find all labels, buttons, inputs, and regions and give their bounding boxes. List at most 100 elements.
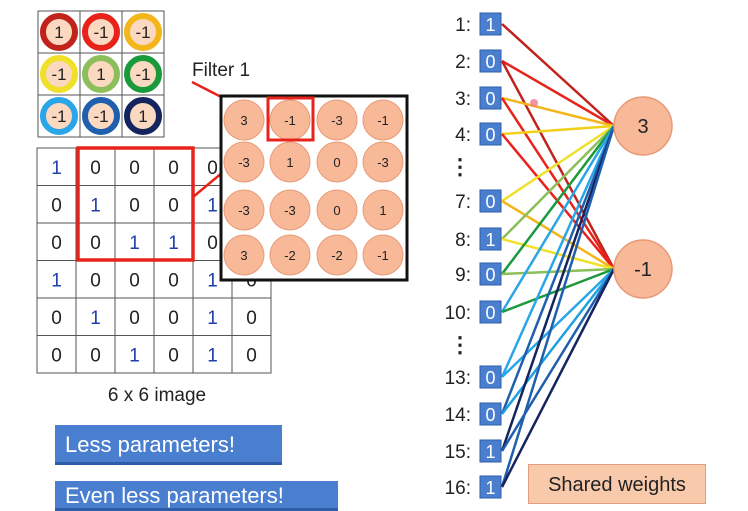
input-value-box [479, 300, 502, 324]
input-value: 0 [485, 52, 495, 72]
feature-map-value: -3 [284, 203, 296, 218]
filter-weight-ring [40, 55, 78, 93]
feature-map-neuron [362, 189, 404, 231]
weight-connection [500, 268, 616, 488]
feature-map-neuron [316, 141, 358, 183]
filter-weight-ring [82, 97, 120, 135]
image-pixel-value: 1 [129, 345, 140, 366]
weight-connection [500, 125, 616, 313]
less-parameters-button[interactable]: Less parameters! [55, 425, 282, 465]
input-value: 1 [485, 478, 495, 498]
feature-map-value: -3 [238, 155, 250, 170]
image-pixel-value: 0 [168, 308, 179, 329]
input-value: 0 [485, 89, 495, 109]
feature-map-neuron [362, 141, 404, 183]
filter-weight-value: -1 [51, 107, 66, 126]
feature-map-neuron [223, 234, 265, 276]
image-pixel-value: 0 [129, 195, 140, 216]
weight-connection [501, 23, 615, 127]
weight-connection [501, 268, 615, 415]
feature-map-neuron [269, 141, 311, 183]
feature-map-value: -2 [284, 248, 296, 263]
filter-weight-ring [82, 13, 120, 51]
filter-weight-value: 1 [138, 107, 147, 126]
weight-connection [501, 268, 615, 378]
input-value-box [479, 49, 502, 73]
filter-cell [121, 94, 165, 138]
feature-map-value: -1 [377, 248, 389, 263]
image-grid: 100001010010001100100010010010001010 [36, 147, 272, 374]
output-neurons: 3 -1 [613, 96, 673, 299]
connections [500, 23, 616, 488]
weight-connection [501, 124, 615, 203]
image-pixel-value: 0 [168, 158, 179, 179]
cursor-dot [530, 99, 538, 107]
shared-weights-label: Shared weights [528, 464, 706, 504]
even-less-parameters-button[interactable]: Even less parameters! [55, 481, 338, 511]
output-neuron [613, 96, 673, 156]
image-pixel-value: 0 [246, 345, 257, 366]
feature-map-neuron [223, 141, 265, 183]
weight-connection [500, 125, 616, 378]
image-pixel-value: 0 [168, 345, 179, 366]
weight-connection [501, 199, 615, 271]
image-pixel-value: 0 [51, 233, 62, 254]
output-neuron-value: -1 [634, 259, 652, 281]
filter-weight-value: -1 [51, 65, 66, 84]
input-value: 1 [485, 15, 495, 35]
feature-map-neuron [316, 99, 358, 141]
image-pixel-value: 1 [168, 233, 179, 254]
input-value-box [479, 262, 502, 286]
feature-map-neuron [269, 189, 311, 231]
input-value-box [479, 12, 502, 36]
filter-weight-ring [40, 13, 78, 51]
input-value: 1 [485, 442, 495, 462]
image-pixel-value: 0 [51, 345, 62, 366]
image-pixel-value: 0 [129, 308, 140, 329]
image-pixel-value: 0 [207, 158, 218, 179]
image-cell [153, 222, 194, 261]
feature-map-neuron [316, 189, 358, 231]
feature-map-value: -2 [331, 248, 343, 263]
image-pixel-value: 0 [51, 308, 62, 329]
feature-map-value: -3 [238, 203, 250, 218]
weight-connection [501, 125, 615, 240]
feature-map-highlight [266, 96, 315, 142]
filter-weight-value: -1 [135, 23, 150, 42]
image-pixel-value: 0 [246, 308, 257, 329]
feature-map-neuron [223, 189, 265, 231]
output-neuron-value: 3 [637, 116, 648, 138]
weight-connection [501, 124, 615, 136]
filter-weight-value: -1 [135, 65, 150, 84]
input-value-box [479, 402, 502, 426]
input-value: 0 [485, 405, 495, 425]
image-cell [231, 335, 272, 374]
input-value: 0 [485, 303, 495, 323]
image-pixel-value: 0 [90, 158, 101, 179]
input-value-box [479, 189, 502, 213]
weight-connection [500, 268, 616, 452]
image-cell [153, 335, 194, 374]
feature-map-value: 3 [240, 113, 247, 128]
image-cell [36, 222, 77, 261]
weight-connection [501, 125, 615, 275]
image-pixel-value: 0 [51, 195, 62, 216]
input-value-box [479, 365, 502, 389]
feature-map-value: 0 [333, 203, 340, 218]
image-cell [114, 222, 155, 261]
image-pixel-value: 0 [207, 233, 218, 254]
input-value: 0 [485, 368, 495, 388]
filter-weight-value: 1 [96, 65, 105, 84]
input-index-label: 10: [445, 303, 471, 324]
weight-connection [500, 125, 616, 452]
image-pixel-value: 0 [129, 270, 140, 291]
filter-weight-ring [40, 97, 78, 135]
input-index-label: 15: [445, 442, 471, 463]
filter-weight-value: -1 [93, 107, 108, 126]
feature-map-value: -1 [377, 113, 389, 128]
feature-map-neuron [362, 234, 404, 276]
input-value: 1 [485, 230, 495, 250]
input-value: 0 [485, 265, 495, 285]
filter-weight-ring [124, 55, 162, 93]
feature-map-value: 1 [379, 203, 386, 218]
